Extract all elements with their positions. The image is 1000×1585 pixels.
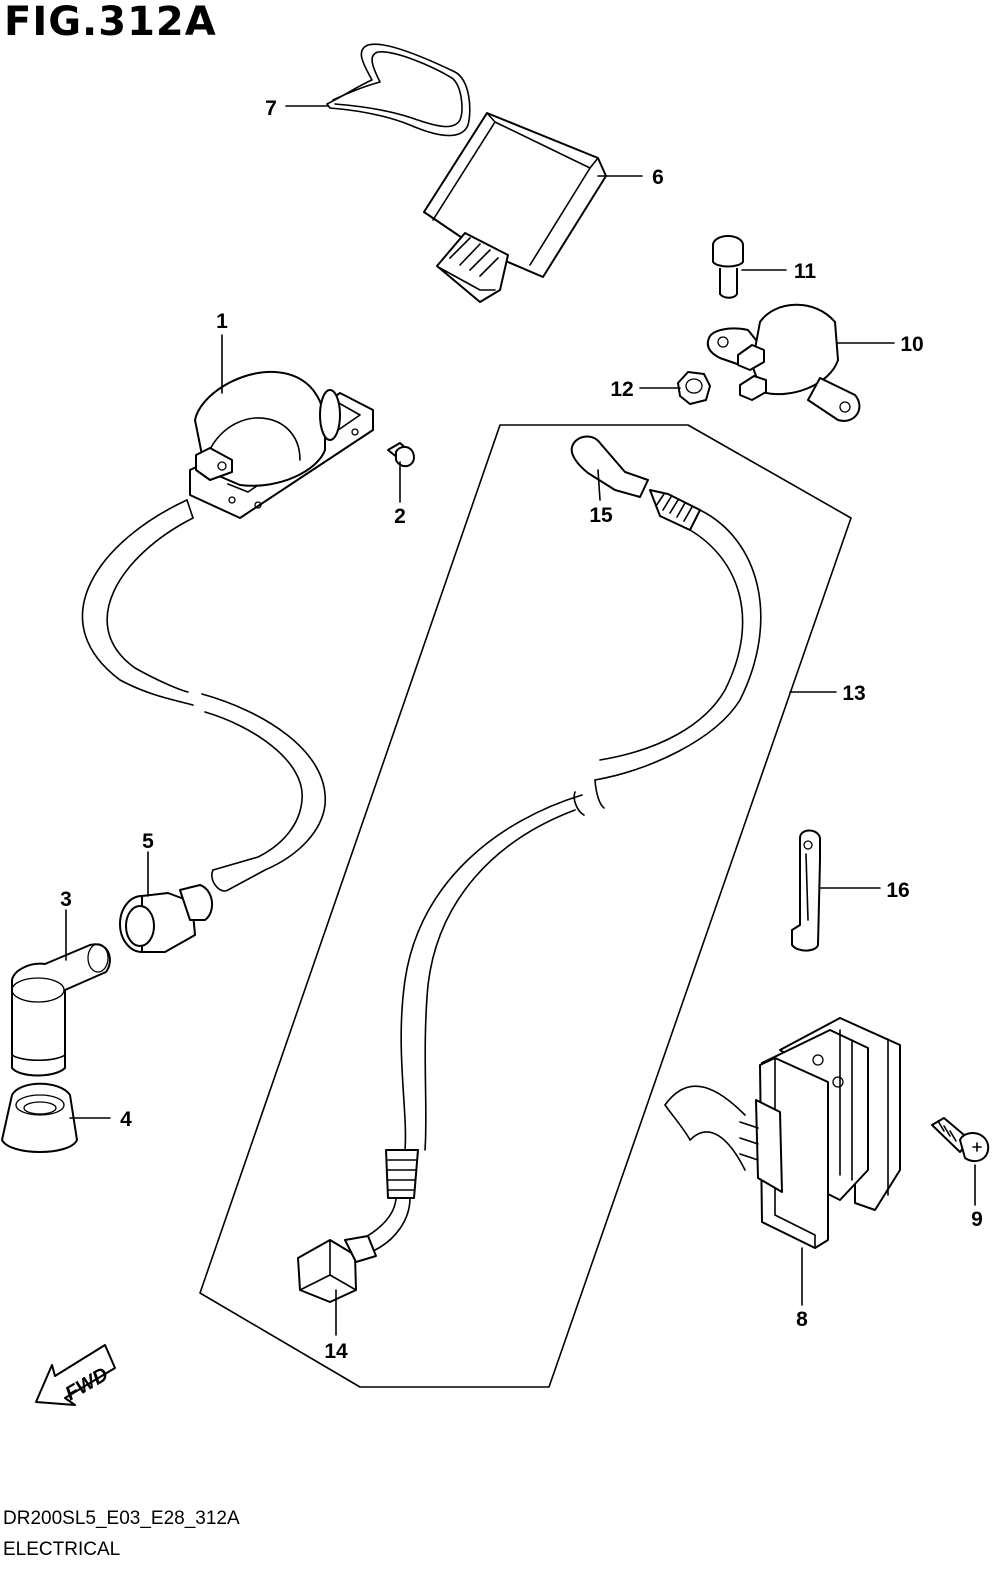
callout-1: 1 (216, 310, 228, 333)
starter-relay-part[interactable] (706, 303, 861, 422)
callout-4: 4 (120, 1108, 132, 1131)
leader-lines (65, 105, 976, 1336)
harness-group-outline (199, 424, 852, 1388)
fwd-arrow-icon: FWD (35, 1344, 116, 1406)
ignition-coil-part[interactable] (81, 370, 374, 892)
callout-7: 7 (265, 97, 277, 120)
cap-part[interactable] (119, 884, 213, 953)
callout-12: 12 (610, 378, 633, 401)
connector-part[interactable] (297, 1235, 377, 1303)
callout-6: 6 (652, 166, 664, 189)
callout-9: 9 (971, 1208, 983, 1231)
spark-plug-cap-part[interactable] (11, 943, 111, 1077)
callout-10: 10 (900, 333, 923, 356)
nut-part[interactable] (677, 371, 711, 405)
clip-part[interactable] (326, 43, 471, 137)
bolt-part[interactable] (712, 235, 744, 299)
figure-title: FIG.312A (4, 0, 217, 45)
diagram-code: DR200SL5_E03_E28_312A (3, 1508, 240, 1529)
diagram-caption: ELECTRICAL (3, 1539, 121, 1560)
callout-13: 13 (842, 682, 865, 705)
callout-8: 8 (796, 1308, 808, 1331)
strap-part[interactable] (791, 829, 821, 952)
seal-part[interactable] (1, 1082, 78, 1153)
harness-cable-part[interactable] (359, 435, 762, 1251)
callout-11: 11 (794, 260, 817, 283)
regulator-rectifier-part[interactable] (664, 1017, 901, 1249)
callout-16: 16 (886, 879, 909, 902)
flange-bolt-part[interactable] (931, 1117, 990, 1163)
screw-part[interactable] (387, 442, 415, 468)
cdi-unit-part[interactable] (423, 112, 607, 303)
callout-5: 5 (142, 830, 154, 853)
callout-3: 3 (60, 888, 72, 911)
callout-2: 2 (394, 505, 406, 528)
callout-15: 15 (589, 504, 613, 527)
callout-14: 14 (324, 1340, 348, 1363)
